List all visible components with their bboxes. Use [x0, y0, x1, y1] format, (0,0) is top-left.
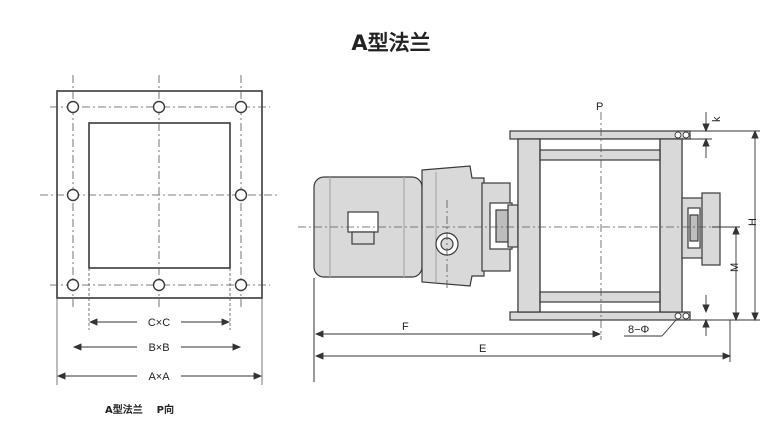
label-bolt-count: 8−Φ [628, 324, 650, 336]
motor-terminal-box [347, 211, 379, 233]
flange-inner-opening [88, 122, 231, 269]
gearbox [421, 165, 485, 287]
label-f: F [402, 321, 409, 333]
bolt-hole [152, 100, 166, 114]
dim-c [88, 318, 231, 326]
bolt-hole [66, 100, 80, 114]
dim-label-bxb: B×B [148, 342, 169, 354]
flange-view-caption: A型法兰 P向 [105, 403, 174, 416]
flange-view [40, 75, 280, 385]
label-m: M [729, 263, 741, 272]
dim-b [72, 343, 242, 351]
bolt-hole [234, 278, 248, 292]
bolt-hole [66, 188, 80, 202]
dim-a [56, 372, 263, 380]
label-p: P [596, 101, 603, 113]
bolt-hole [152, 278, 166, 292]
drawing-title: A型法兰 [351, 31, 430, 55]
label-k: k [711, 116, 723, 122]
side-view-centerlines [298, 112, 735, 340]
valve-side-view [313, 130, 721, 382]
bolt-hole [234, 188, 248, 202]
side-view-dimensions [314, 112, 760, 362]
label-e: E [479, 343, 486, 355]
bolt-hole [234, 100, 248, 114]
dim-label-axa: A×A [148, 371, 170, 383]
bottom-flange [509, 311, 691, 321]
label-h: H [747, 218, 759, 226]
bolt-hole [66, 278, 80, 292]
valve-body [509, 130, 691, 321]
right-bearing-housing [681, 192, 721, 266]
dim-label-cxc: C×C [148, 317, 170, 329]
top-flange [509, 130, 691, 140]
flange-bolt-markers [674, 131, 690, 320]
flange-bolt-holes [66, 100, 248, 292]
